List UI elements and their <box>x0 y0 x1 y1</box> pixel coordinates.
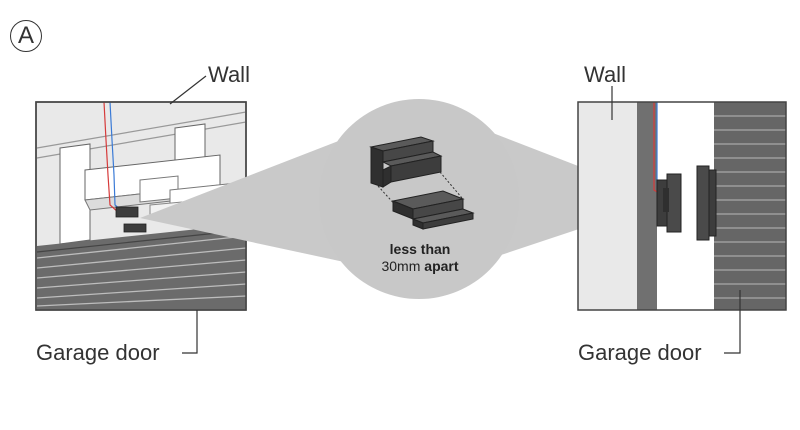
left-garage-door-label: Garage door <box>36 340 160 365</box>
right-sensor <box>656 173 682 233</box>
right-magnet <box>696 165 717 241</box>
magnet-lower <box>123 223 147 233</box>
caption-apart-word: apart <box>424 258 459 274</box>
caption-distance-value: 30mm <box>381 258 421 274</box>
zoom-magnet <box>391 190 475 230</box>
right-door-leader <box>724 290 741 354</box>
right-garage-door-label: Garage door <box>578 340 702 365</box>
right-wall-label: Wall <box>584 62 626 87</box>
left-wall-leader <box>169 75 207 105</box>
right-illustration-panel <box>577 101 787 311</box>
zoom-sensor <box>369 136 443 188</box>
step-marker-badge: A <box>10 20 42 52</box>
left-door-leader <box>182 310 198 354</box>
sensor-upper <box>115 206 139 218</box>
distance-caption: less than 30mm apart <box>360 241 480 275</box>
caption-line1: less than <box>389 241 451 257</box>
left-wall-label: Wall <box>208 62 250 87</box>
zoom-callout <box>140 99 666 299</box>
